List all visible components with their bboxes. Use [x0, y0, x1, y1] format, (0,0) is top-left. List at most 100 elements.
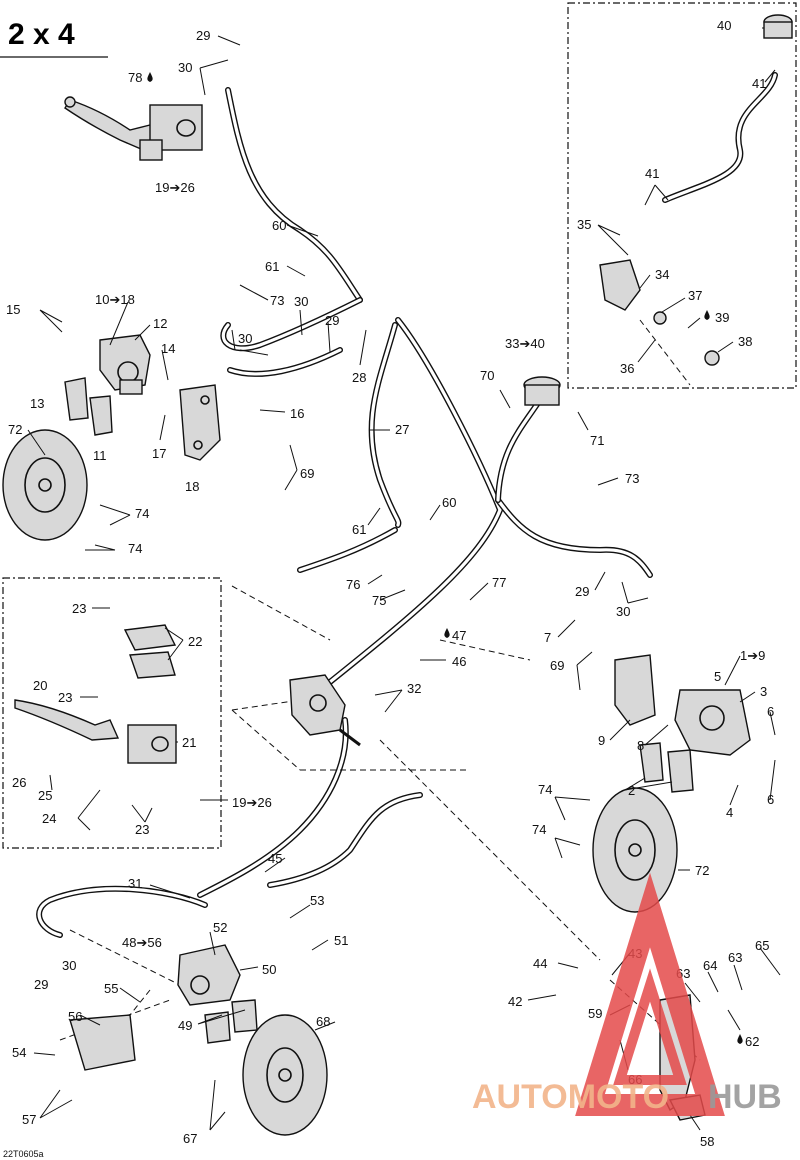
callout-10-18: 10➔18	[95, 292, 135, 307]
callout-36: 36	[620, 361, 634, 376]
callout-76: 76	[346, 577, 360, 592]
triangle-logo-icon	[575, 872, 725, 1116]
callout-7: 7	[544, 630, 551, 645]
callout-19-26: 19➔26	[232, 795, 272, 810]
callout-17: 17	[152, 446, 166, 461]
callout-41: 41	[645, 166, 659, 181]
callout-60: 60	[272, 218, 286, 233]
callout-51: 51	[334, 933, 348, 948]
callout-52: 52	[213, 920, 227, 935]
callout-61: 61	[352, 522, 366, 537]
callout-29: 29	[575, 584, 589, 599]
callout-15: 15	[6, 302, 20, 317]
callout-2: 2	[628, 783, 635, 798]
callout-3: 3	[760, 684, 767, 699]
right-front-caliper	[614, 654, 751, 793]
callout-48-56: 48➔56	[122, 935, 162, 950]
callout-30: 30	[238, 331, 252, 346]
callout-22: 22	[188, 634, 202, 649]
rear-caliper	[69, 944, 258, 1071]
callout-75: 75	[372, 593, 386, 608]
callout-4: 4	[726, 805, 733, 820]
callout-29: 29	[196, 28, 210, 43]
callout-6: 6	[767, 704, 774, 719]
callout-33-40: 33➔40	[505, 336, 545, 351]
diagram-title: 2 x 4	[8, 18, 75, 51]
callout-37: 37	[688, 288, 702, 303]
callout-13: 13	[30, 396, 44, 411]
callout-72: 72	[695, 863, 709, 878]
callout-41: 41	[752, 76, 766, 91]
brake-lines	[36, 72, 778, 938]
callout-28: 28	[352, 370, 366, 385]
callout-labels: 29 30 78 19➔26 60 61 73 30 29 28 30 15 1…	[6, 18, 774, 1149]
callout-65: 65	[755, 938, 769, 953]
callout-6: 6	[767, 792, 774, 807]
callout-77: 77	[492, 575, 506, 590]
callout-14: 14	[161, 341, 175, 356]
callout-30: 30	[62, 958, 76, 973]
callout-42: 42	[508, 994, 522, 1009]
callout-23: 23	[58, 690, 72, 705]
callout-72: 72	[8, 422, 22, 437]
callout-30: 30	[178, 60, 192, 75]
callout-29: 29	[325, 313, 339, 328]
watermark-text-automoto: AUTOMOTO	[472, 1078, 669, 1116]
callout-69: 69	[300, 466, 314, 481]
left-front-disc	[2, 429, 88, 541]
callout-5: 5	[714, 669, 721, 684]
callout-67: 67	[183, 1131, 197, 1146]
callout-57: 57	[22, 1112, 36, 1127]
callout-54: 54	[12, 1045, 26, 1060]
watermark-text-hub: HUB	[708, 1078, 782, 1116]
callout-30: 30	[616, 604, 630, 619]
callout-56: 56	[68, 1009, 82, 1024]
watermark-logo: AUTOMOTO HUB	[472, 872, 782, 1116]
callout-11: 11	[93, 448, 107, 463]
callout-49: 49	[178, 1018, 192, 1033]
callout-47: 47	[452, 628, 466, 643]
right-front-disc	[592, 787, 678, 913]
callout-59: 59	[588, 1006, 602, 1021]
drawing-code: 22T0605a	[3, 1149, 44, 1159]
callout-24: 24	[42, 811, 56, 826]
callout-73: 73	[625, 471, 639, 486]
callout-40: 40	[717, 18, 731, 33]
callout-45: 45	[268, 851, 282, 866]
callout-46: 46	[452, 654, 466, 669]
drop-icon	[444, 628, 450, 638]
callout-73: 73	[270, 293, 284, 308]
callout-74: 74	[538, 782, 552, 797]
callout-62: 62	[745, 1034, 759, 1049]
callout-20: 20	[33, 678, 47, 693]
callout-78: 78	[128, 70, 142, 85]
callout-32: 32	[407, 681, 421, 696]
callout-63: 63	[728, 950, 742, 965]
callout-1-9: 1➔9	[740, 648, 765, 663]
callout-8: 8	[637, 738, 644, 753]
callout-12: 12	[153, 316, 167, 331]
reservoir	[523, 376, 561, 406]
callout-61: 61	[265, 259, 279, 274]
drop-icon	[737, 1034, 743, 1044]
callout-31: 31	[128, 876, 142, 891]
callout-19-26: 19➔26	[155, 180, 195, 195]
callout-53: 53	[310, 893, 324, 908]
drop-icon	[704, 310, 710, 320]
callout-50: 50	[262, 962, 276, 977]
front-master-cylinder	[64, 96, 203, 161]
callout-58: 58	[700, 1134, 714, 1149]
distribution-block	[289, 674, 361, 747]
callout-71: 71	[590, 433, 604, 448]
inset-master-cylinder-parts	[14, 624, 177, 764]
callout-74: 74	[532, 822, 546, 837]
callout-21: 21	[182, 735, 196, 750]
left-front-caliper	[64, 334, 221, 461]
callout-16: 16	[290, 406, 304, 421]
inset-reservoir-parts	[599, 14, 793, 366]
inset-frame-reservoir	[567, 2, 797, 389]
callout-70: 70	[480, 368, 494, 383]
title-box: 2 x 4	[0, 18, 108, 58]
callout-23: 23	[72, 601, 86, 616]
